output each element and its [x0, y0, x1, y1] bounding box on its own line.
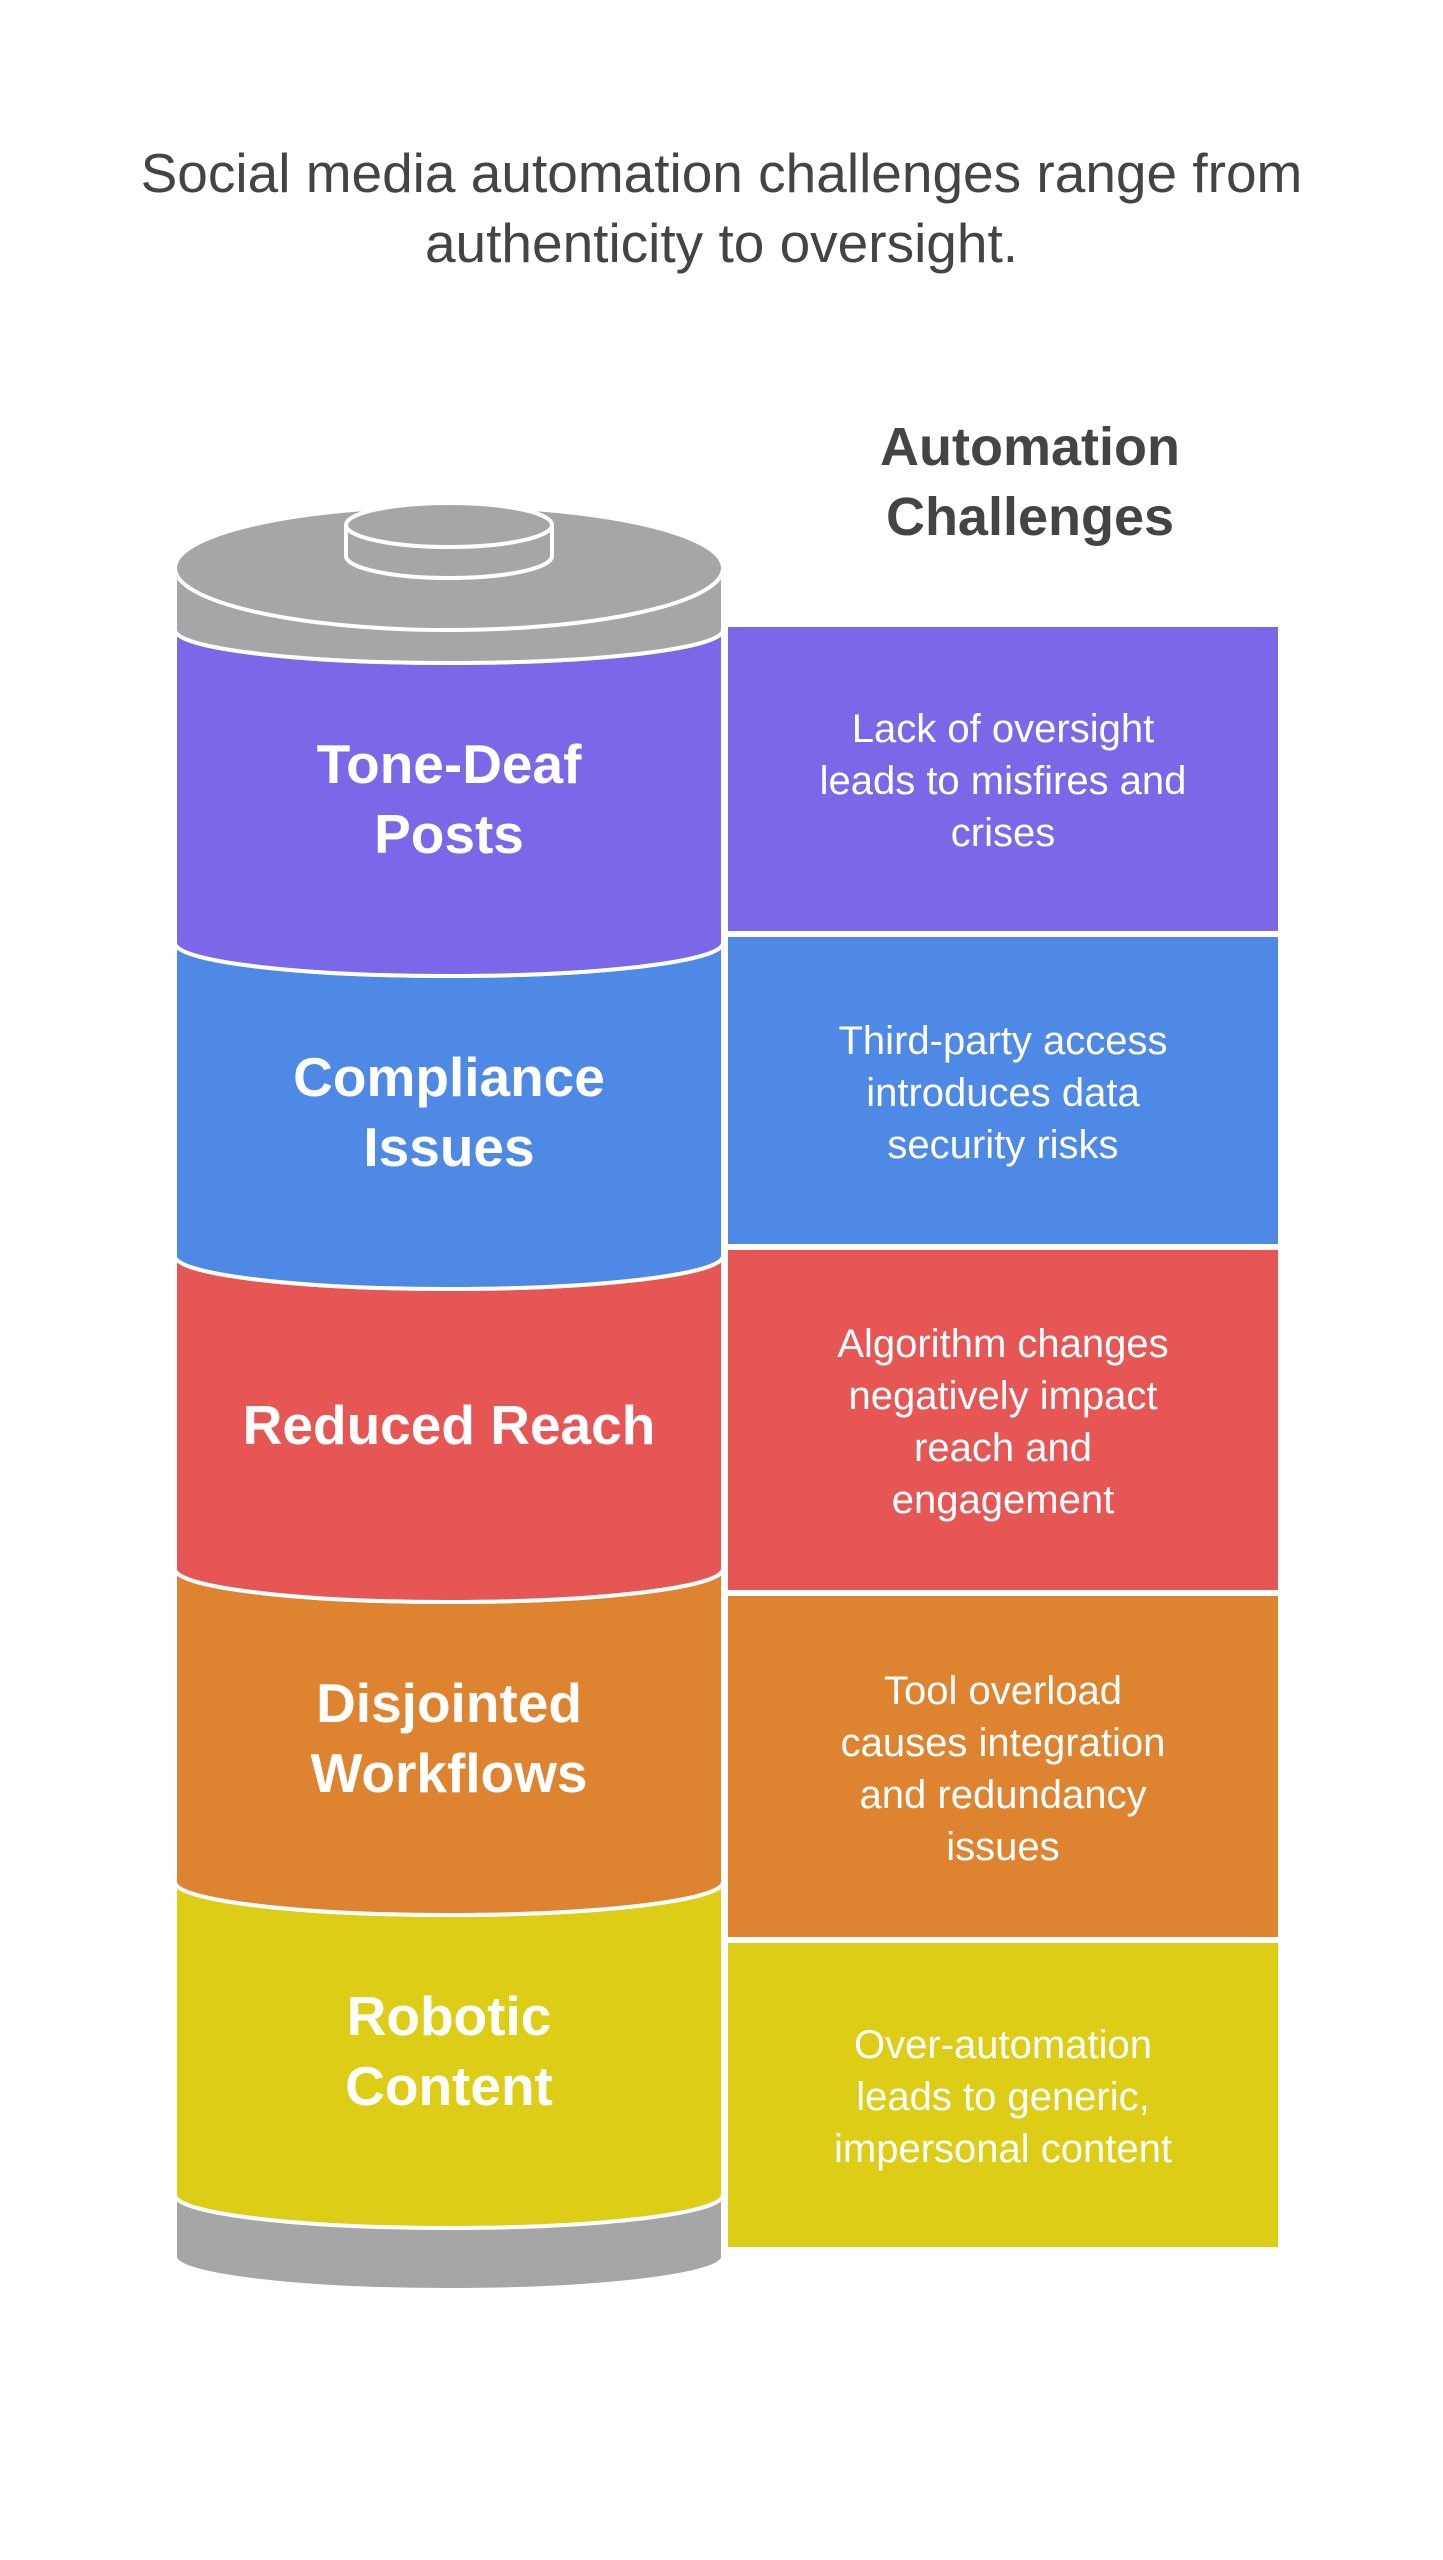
- description-box-3: [728, 1250, 1278, 1590]
- segment-description-1: Lack of oversight leads to misfires and cr…: [728, 703, 1278, 859]
- segment-label-line: Disjointed: [316, 1671, 582, 1734]
- segment-description-line: Over-automation: [854, 2023, 1152, 2067]
- segment-label-line: Tone-Deaf: [316, 732, 582, 795]
- title-line-1: Social media automation challenges range…: [140, 142, 1303, 204]
- segment-description-line: security risks: [887, 1122, 1119, 1167]
- segment-label-line: Content: [345, 2054, 553, 2117]
- segment-description-line: issues: [946, 1824, 1060, 1869]
- segment-description-line: leads to generic,: [856, 2075, 1150, 2119]
- segment-description-2: Third-party access introduces data securit…: [728, 1015, 1278, 1171]
- side-heading: Automation Challenges: [780, 412, 1280, 552]
- title-line-2: authenticity to oversight.: [424, 212, 1019, 274]
- description-box-4: [728, 1596, 1278, 1937]
- segment-description-line: Algorithm changes: [837, 1322, 1169, 1366]
- battery-terminal-top: [344, 501, 554, 549]
- segment-label-line: Reduced Reach: [242, 1393, 656, 1456]
- segment-label-line: Compliance: [293, 1045, 605, 1108]
- segment-label-line: Posts: [374, 802, 524, 865]
- segment-description-line: crises: [950, 811, 1056, 855]
- segment-description-4: Tool overload causes integration and redun…: [728, 1665, 1278, 1873]
- segment-description-line: reach and: [914, 1426, 1092, 1470]
- segment-description-line: negatively impact: [848, 1374, 1158, 1418]
- segment-label-line: Robotic: [346, 1984, 552, 2047]
- description-box-2: [728, 937, 1278, 1244]
- side-heading-line-1: Automation: [880, 417, 1180, 477]
- segment-description-line: and redundancy: [859, 1772, 1147, 1817]
- segment-description-line: Tool overload: [884, 1668, 1122, 1713]
- segment-label-line: Issues: [363, 1115, 535, 1178]
- segment-description-5: Over-automation leads to generic, imperson…: [728, 2019, 1278, 2175]
- segment-description-line: leads to misfires and: [819, 759, 1187, 803]
- segment-description-line: Third-party access: [838, 1018, 1168, 1063]
- segment-description-line: engagement: [891, 1478, 1115, 1522]
- segment-label-line: Workflows: [310, 1741, 588, 1804]
- description-box-5: [728, 1943, 1278, 2247]
- segment-description-line: Lack of oversight: [851, 707, 1155, 751]
- segment-label-3: Reduced Reach: [175, 1390, 723, 1460]
- side-heading-line-2: Challenges: [885, 487, 1175, 547]
- description-box-1: [728, 627, 1278, 931]
- segment-description-line: impersonal content: [834, 2127, 1172, 2171]
- segment-description-line: introduces data: [866, 1070, 1140, 1115]
- page-title: Social media automation challenges range…: [60, 138, 1383, 278]
- segment-description-line: causes integration: [840, 1720, 1166, 1765]
- segment-description-3: Algorithm changes negatively impact reach …: [728, 1318, 1278, 1526]
